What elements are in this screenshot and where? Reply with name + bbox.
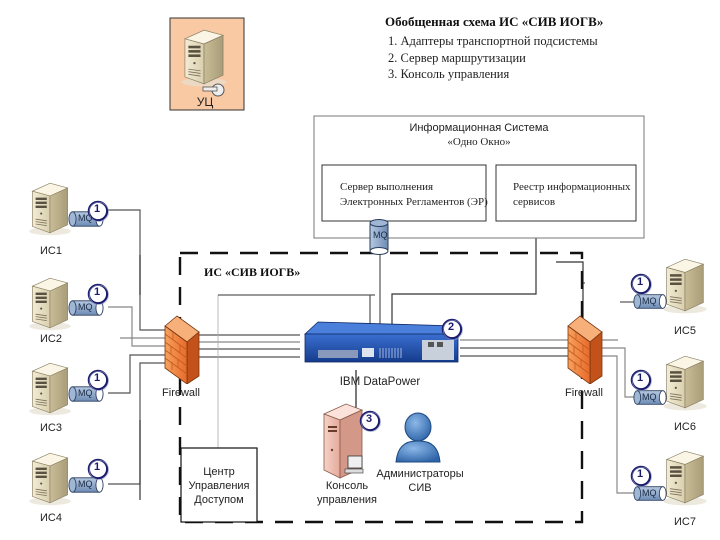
is6-label: ИС6: [674, 421, 696, 433]
server-icon: [28, 452, 72, 506]
registry-box: [495, 164, 637, 222]
er-server-box: [321, 164, 487, 222]
admin-person-icon: [395, 412, 441, 463]
badge-number: 1: [94, 286, 101, 298]
registry-line2: сервисов: [513, 196, 556, 208]
info-system-title: Информационная Система: [409, 122, 549, 134]
legend-item-1: 1. Адаптеры транспортной подсистемы: [388, 34, 598, 48]
link-is4: [108, 362, 175, 485]
access-center-line2: Управления: [188, 480, 250, 492]
is5-label: ИС5: [674, 325, 696, 337]
link-is2: [108, 306, 175, 347]
firewall-left-label: Firewall: [162, 387, 200, 399]
datapower-appliance-icon: [304, 321, 459, 363]
link-is1: [108, 209, 175, 331]
key-icon: [202, 83, 225, 97]
is7-label: ИС7: [674, 516, 696, 528]
siv-boundary-label: ИС «СИВ ИОГВ»: [204, 265, 301, 279]
is4-label: ИС4: [40, 512, 62, 524]
is2-label: ИС2: [40, 333, 62, 345]
info-system-box: [313, 115, 645, 239]
registry-line1: Реестр информационных: [513, 181, 631, 193]
info-system-subtitle: «Одно Окно»: [447, 136, 511, 148]
firewall-left-icon: [164, 315, 200, 384]
er-server-line1: Сервер выполнения: [340, 181, 434, 193]
legend-item-2: 2. Сервер маршрутизации: [388, 51, 526, 65]
connection-lines: [108, 198, 640, 500]
badge-number: 1: [637, 468, 644, 480]
server-icon: [662, 258, 708, 314]
link-is3: [108, 354, 175, 394]
mq-label: MQ: [642, 392, 657, 402]
mq-label: MQ: [78, 302, 93, 312]
er-server-line2: Электронных Регламентов (ЭР): [340, 196, 488, 208]
badge-number: 3: [366, 413, 373, 425]
datapower-label: IBM DataPower: [339, 376, 421, 388]
badge-number: 2: [448, 321, 455, 333]
link-is6: [600, 347, 640, 398]
mq-er-adapter-icon: [369, 219, 389, 255]
is1-label: ИС1: [40, 245, 62, 257]
legend-item-3: 3. Консоль управления: [388, 67, 510, 81]
console-label-line2: управления: [317, 494, 377, 506]
link-is7: [600, 355, 640, 494]
server-icon: [662, 450, 708, 506]
access-center-line3: Доступом: [194, 494, 244, 506]
badge-number: 1: [94, 461, 101, 473]
mq-er-label: MQ: [373, 230, 388, 240]
uc-label: УЦ: [196, 95, 214, 109]
siv-boundary: [178, 251, 584, 524]
mq-label: MQ: [78, 388, 93, 398]
server-icon: [28, 277, 72, 331]
console-server-icon: [322, 403, 364, 479]
firewall-right-label: Firewall: [565, 387, 603, 399]
server-icon: [662, 355, 708, 411]
console-label-line1: Консоль: [325, 480, 369, 492]
badge-number: 1: [94, 203, 101, 215]
mq-label: MQ: [642, 488, 657, 498]
badge-number: 1: [94, 372, 101, 384]
access-center-box: [180, 447, 258, 523]
is3-label: ИС3: [40, 422, 62, 434]
access-center-line1: Центр: [203, 466, 235, 478]
badge-number: 1: [637, 372, 644, 384]
server-icon: [28, 182, 72, 236]
admins-label-line1: Администраторы: [376, 468, 464, 480]
uc-node: [169, 17, 245, 111]
badge-number: 1: [637, 276, 644, 288]
mq-label: MQ: [642, 296, 657, 306]
mq-label: MQ: [78, 213, 93, 223]
mq-label: MQ: [78, 479, 93, 489]
firewall-right-icon: [567, 315, 603, 384]
legend-title: Обобщенная схема ИС «СИВ ИОГВ»: [385, 14, 604, 29]
server-icon: [28, 362, 72, 416]
admins-label-line2: СИВ: [408, 482, 432, 494]
